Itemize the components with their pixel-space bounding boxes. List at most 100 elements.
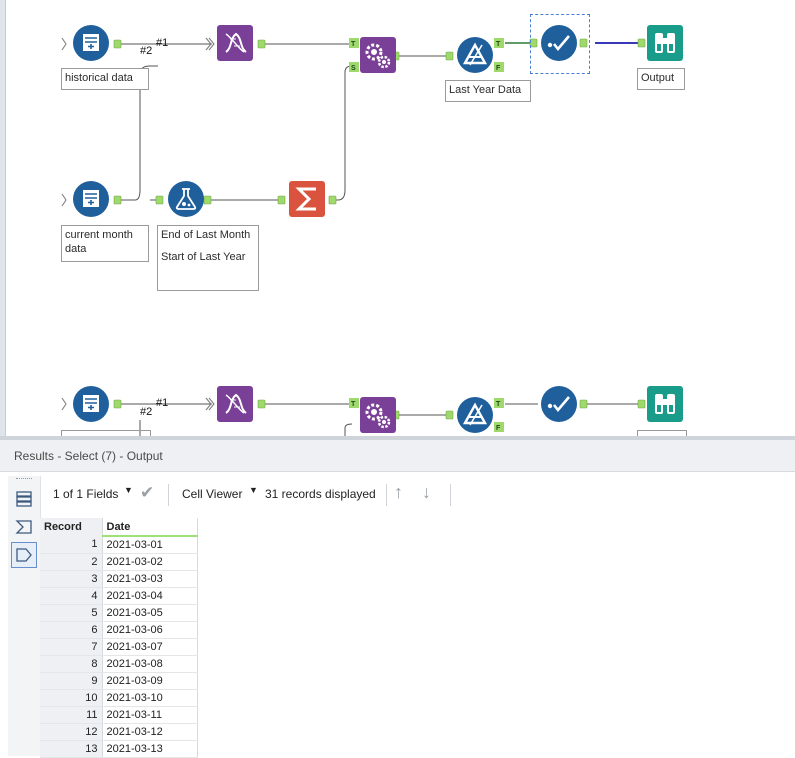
- checkmark-icon[interactable]: ✔: [140, 483, 155, 502]
- join-left-anchor-label: T: [351, 41, 356, 48]
- filter2-true-anchor-label: T: [496, 401, 501, 408]
- filter-tool-copy[interactable]: [456, 396, 494, 434]
- record-number-cell: 6: [40, 621, 103, 639]
- date-cell[interactable]: 2021-03-13: [102, 740, 198, 758]
- connection-label: #2: [140, 45, 153, 57]
- binoculars-icon: [647, 386, 683, 422]
- summarize-tool[interactable]: [288, 180, 326, 218]
- dna-icon: [217, 25, 253, 61]
- panel-splitter[interactable]: [0, 436, 795, 440]
- sigma-outline-icon: [15, 520, 32, 534]
- record-number-cell: 12: [40, 723, 103, 741]
- input-data-tool-historical-copy[interactable]: [72, 385, 110, 423]
- results-side-toolbar: [8, 476, 41, 756]
- select-check-icon: [541, 386, 577, 422]
- workflow-canvas[interactable]: T S T F T T F #1 #2 #1 #2 historical dat…: [0, 0, 795, 436]
- records-count: 31 records displayed: [265, 487, 376, 501]
- record-number-cell: 4: [40, 587, 103, 605]
- join2-left-anchor-label: T: [351, 401, 356, 408]
- tool-annotation-filter: Last Year Data: [445, 80, 531, 102]
- table-view-button[interactable]: [11, 486, 37, 512]
- date-cell[interactable]: 2021-03-08: [102, 655, 198, 673]
- connection-label: #1: [156, 37, 169, 49]
- cell-viewer-dropdown[interactable]: Cell Viewer: [182, 487, 243, 501]
- tool-annotation-formula: End of Last Month Start of Last Year: [157, 225, 259, 291]
- record-number-cell: 3: [40, 570, 103, 588]
- input-data-tool-historical[interactable]: [72, 24, 110, 62]
- arrow-down-icon[interactable]: ↓: [422, 482, 431, 502]
- chevron-down-icon[interactable]: ▼: [249, 485, 258, 495]
- results-panel: Results - Select (7) - Output 1 of 1 Fie…: [0, 440, 795, 758]
- filter-true-anchor-label: T: [496, 41, 501, 48]
- tool-annotation-current: current month data: [61, 225, 149, 262]
- join-tool[interactable]: [359, 36, 397, 74]
- tag-icon: [16, 548, 32, 562]
- fields-dropdown[interactable]: 1 of 1 Fields: [53, 487, 119, 501]
- date-cell[interactable]: 2021-03-05: [102, 604, 198, 622]
- toolbar-separator: [386, 484, 387, 506]
- metadata-view-button[interactable]: [11, 542, 37, 568]
- date-cell[interactable]: 2021-03-04: [102, 587, 198, 605]
- column-header-date[interactable]: Date: [102, 518, 198, 537]
- filter-tool[interactable]: [456, 36, 494, 74]
- record-number-cell: 7: [40, 638, 103, 656]
- dna-tool[interactable]: [216, 24, 254, 62]
- connection-label: #2: [140, 406, 153, 418]
- gears-icon: [360, 397, 396, 433]
- binoculars-icon: [647, 25, 683, 61]
- column-header-record[interactable]: Record: [40, 518, 103, 536]
- date-cell[interactable]: 2021-03-11: [102, 706, 198, 724]
- canvas-left-edge: [0, 0, 6, 436]
- record-number-cell: 5: [40, 604, 103, 622]
- date-cell[interactable]: 2021-03-10: [102, 689, 198, 707]
- anchor-markers: T S T F T T F: [349, 38, 504, 432]
- filter2-false-anchor-label: F: [496, 425, 501, 432]
- toolbar-separator: [450, 484, 451, 506]
- grip-handle[interactable]: [16, 478, 32, 482]
- results-title: Results - Select (7) - Output: [0, 440, 795, 472]
- browse-tool-copy[interactable]: [646, 385, 684, 423]
- filter-triangle-icon: [457, 37, 493, 73]
- gears-icon: [360, 37, 396, 73]
- date-cell[interactable]: 2021-03-06: [102, 621, 198, 639]
- select-tool[interactable]: [540, 24, 578, 62]
- date-cell[interactable]: 2021-03-02: [102, 553, 198, 571]
- chevron-down-icon[interactable]: ▼: [124, 485, 133, 495]
- dna-tool-copy[interactable]: [216, 385, 254, 423]
- formula-tool[interactable]: [167, 180, 205, 218]
- arrow-up-icon[interactable]: ↑: [394, 482, 403, 502]
- date-cell[interactable]: 2021-03-07: [102, 638, 198, 656]
- summary-view-button[interactable]: [11, 514, 37, 540]
- date-cell[interactable]: 2021-03-01: [102, 536, 198, 554]
- connection-label: #1: [156, 397, 169, 409]
- select-tool-copy[interactable]: [540, 385, 578, 423]
- formula-annotation-line1: End of Last Month: [161, 229, 251, 241]
- tool-annotation-output: Output: [637, 68, 685, 90]
- dna-icon: [217, 386, 253, 422]
- toolbar-separator: [168, 484, 169, 506]
- record-number-cell: 11: [40, 706, 103, 724]
- filter-triangle-icon: [457, 397, 493, 433]
- date-cell[interactable]: 2021-03-12: [102, 723, 198, 741]
- date-cell[interactable]: 2021-03-03: [102, 570, 198, 588]
- record-number-cell: 10: [40, 689, 103, 707]
- input-data-tool-current[interactable]: [72, 180, 110, 218]
- record-number-cell: 9: [40, 672, 103, 690]
- browse-tool[interactable]: [646, 24, 684, 62]
- date-cell[interactable]: 2021-03-09: [102, 672, 198, 690]
- join-tool-copy[interactable]: [359, 396, 397, 434]
- tool-annotation-historical: historical data: [61, 68, 149, 90]
